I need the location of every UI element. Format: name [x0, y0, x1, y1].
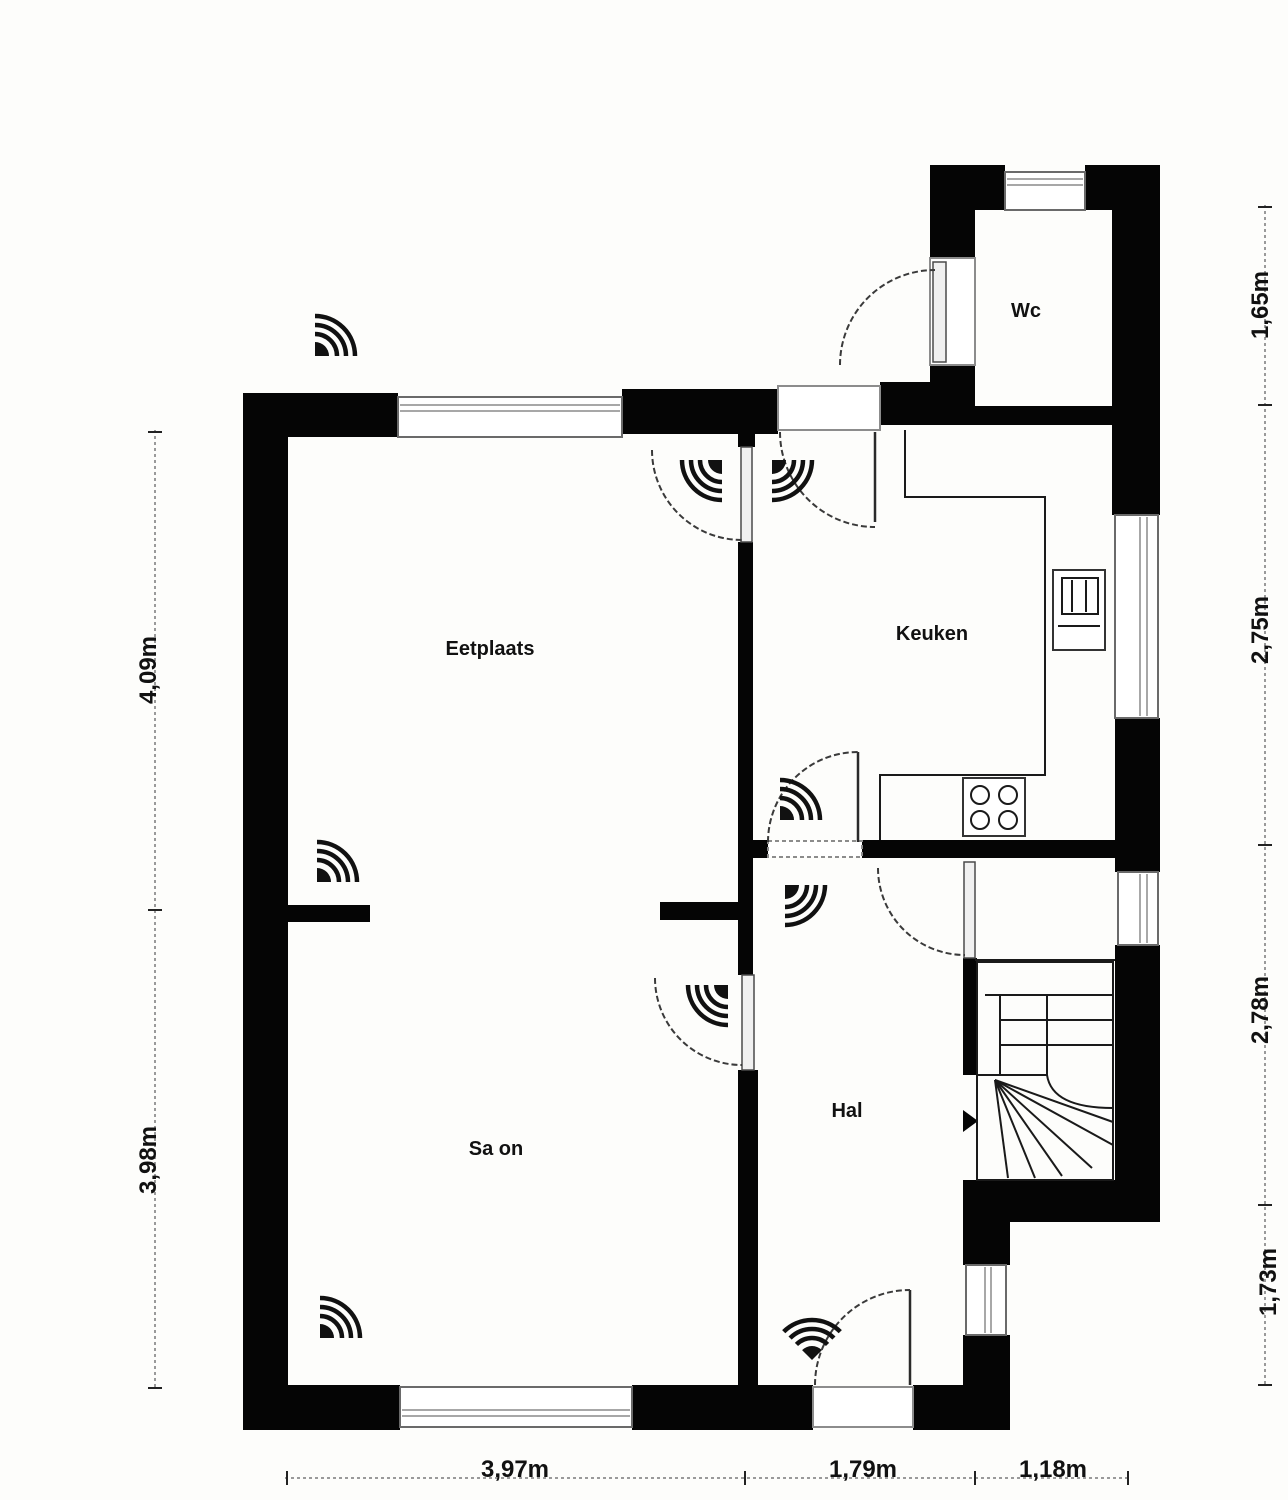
light-point-icon — [682, 460, 722, 500]
stove-burner — [970, 810, 990, 830]
dimension-label-bottom-1: 3,97m — [481, 1456, 549, 1483]
partition-stub-left — [288, 905, 370, 922]
room-label-keuken: Keuken — [896, 623, 968, 645]
stair-arrow-icon — [963, 1110, 978, 1132]
dimension-label-bottom-2: 1,79m — [829, 1456, 897, 1483]
room-label-hal: Hal — [831, 1100, 862, 1122]
exterior-wall-bottom-left — [243, 1385, 400, 1430]
kitchen-counter — [879, 430, 1046, 840]
door-swing-keuken-top — [779, 431, 876, 528]
exterior-wall-bottom-right — [913, 1385, 1010, 1430]
dimension-label-left-upper: 4,09m — [135, 636, 162, 704]
exterior-wall-bottom-middle — [632, 1385, 813, 1430]
window-hal — [965, 1264, 1007, 1336]
door-frame-keuken-top — [777, 385, 881, 431]
light-point-icon — [785, 885, 825, 925]
light-point-icon — [315, 316, 355, 356]
light-point-icon — [688, 985, 728, 1025]
dimension-label-right-1: 1,65m — [1247, 271, 1274, 339]
door-leaf-wc — [932, 261, 947, 363]
door-swing-front — [814, 1289, 911, 1386]
room-label-eetplaats: Eetplaats — [446, 638, 535, 660]
doors — [651, 257, 976, 1428]
exterior-wall-top-middle — [622, 389, 778, 434]
window-salon — [399, 1386, 633, 1428]
exterior-wall-left — [243, 393, 288, 1430]
exterior-wall-right-middle — [1115, 718, 1160, 872]
stair-winder-step — [994, 1079, 1093, 1169]
interior-wall-keuken-hal-stub — [753, 840, 768, 858]
room-labels: Wc Eetplaats Keuken Hal Sa on — [446, 300, 1041, 1160]
light-point-icon — [320, 1298, 360, 1338]
door-swing-eetplaats — [651, 449, 743, 541]
light-point-icon — [780, 780, 820, 820]
stair-winder-step — [994, 1079, 1036, 1179]
door-leaf-salon — [741, 974, 755, 1071]
staircase — [975, 959, 1115, 1181]
exterior-wall-top-left — [243, 393, 398, 437]
windows — [397, 171, 1159, 1428]
interior-wall-vertical-top — [738, 430, 755, 447]
partition-stub-right — [660, 902, 740, 920]
window-keuken — [1114, 514, 1159, 719]
door-swing-wc — [839, 269, 936, 366]
window-wc — [1004, 171, 1086, 211]
room-label-salon: Sa on — [469, 1138, 523, 1160]
dimension-label-right-3: 2,78m — [1247, 976, 1274, 1044]
stair-handrail-curve — [1046, 1074, 1114, 1109]
light-point-icon — [317, 842, 357, 882]
stair-outline — [976, 961, 1114, 1181]
stove-burner — [998, 810, 1018, 830]
interior-wall-keuken-hal — [862, 840, 1115, 858]
stove-burner — [998, 785, 1018, 805]
door-swing-keuken-hal — [767, 751, 859, 843]
door-leaf-storage — [963, 861, 976, 959]
stair-winder-step — [994, 1079, 1063, 1177]
exterior-wall-hal-upper — [963, 1180, 1010, 1265]
window-storage — [1117, 871, 1159, 946]
door-frame-front — [812, 1386, 914, 1428]
wc-wall-bottom — [975, 406, 1115, 425]
dimension-label-right-4: 1,73m — [1255, 1248, 1282, 1316]
stair-winder-step — [994, 1079, 1114, 1123]
dimension-lines: 4,09m 3,98m 1,65m 2,75m 2,78m 1,73m 3,97… — [135, 205, 1282, 1485]
door-frame-keuken-hal — [767, 840, 863, 858]
sink-basin — [1061, 577, 1099, 615]
door-swing-storage — [877, 867, 966, 956]
door-swing-salon — [654, 977, 743, 1066]
door-leaf-eetplaats — [740, 446, 753, 543]
stair-wall — [963, 958, 977, 1075]
dimension-label-right-2: 2,75m — [1247, 596, 1274, 664]
kitchen-fittings — [879, 430, 1106, 840]
light-points — [315, 316, 840, 1360]
exterior-wall-right-upper — [1112, 165, 1160, 515]
walls — [243, 165, 1160, 1430]
dimension-label-bottom-3: 1,18m — [1019, 1456, 1087, 1483]
stair-winder-step — [994, 1079, 1009, 1179]
stove-burner — [970, 785, 990, 805]
window-eetplaats — [397, 396, 623, 438]
interior-wall-vertical-middle — [738, 542, 753, 975]
dimension-label-left-lower: 3,98m — [135, 1126, 162, 1194]
kitchen-stove — [962, 777, 1026, 837]
wc-wall-top-left — [930, 165, 1005, 210]
wc-wall-left-lower — [930, 365, 975, 425]
room-label-wc: Wc — [1011, 300, 1041, 322]
interior-wall-vertical-bottom — [738, 1070, 758, 1385]
stair-winder-step — [994, 1079, 1114, 1146]
exterior-wall-right-lower — [1115, 945, 1160, 1222]
